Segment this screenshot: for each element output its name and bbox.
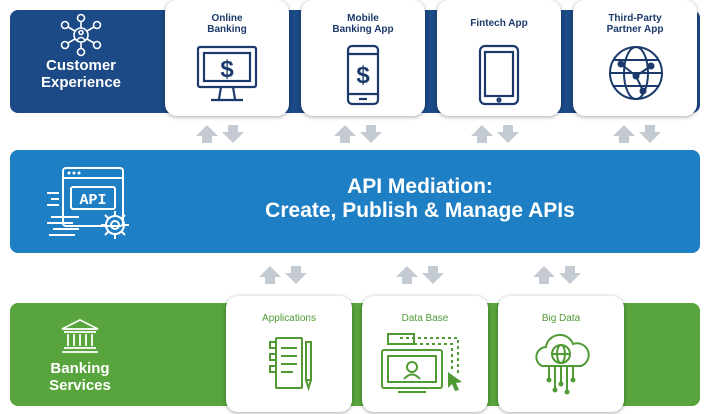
mobile-banking-title: Mobile Banking App bbox=[301, 13, 425, 35]
banking-label-line1: Banking bbox=[50, 360, 110, 377]
fintech-app-title: Fintech App bbox=[437, 18, 561, 29]
customer-label-line1: Customer bbox=[45, 57, 116, 74]
online-banking-title-line1: Online bbox=[211, 13, 243, 24]
online-banking-title-line2: Banking bbox=[207, 24, 247, 35]
svg-text:$: $ bbox=[356, 62, 370, 89]
third-party-title-line2: Partner App bbox=[606, 24, 664, 35]
banking-services-label: Banking Services bbox=[40, 360, 120, 394]
fintech-app-card[interactable]: Fintech App bbox=[437, 0, 561, 116]
bidirectional-arrows-icon bbox=[334, 125, 382, 143]
api-gear-icon: API bbox=[47, 167, 129, 239]
database-monitor-icon bbox=[381, 333, 462, 393]
monitor-dollar-icon: $ bbox=[196, 45, 258, 102]
tablet-icon bbox=[478, 44, 520, 106]
api-title-line1: API Mediation: bbox=[347, 175, 493, 198]
bidirectional-arrows-icon bbox=[396, 266, 444, 284]
online-banking-card[interactable]: Online Banking $ bbox=[165, 0, 289, 116]
online-banking-title: Online Banking bbox=[165, 13, 289, 35]
big-data-card[interactable]: Big Data bbox=[498, 296, 624, 412]
mobile-banking-title-line1: Mobile bbox=[347, 13, 379, 24]
third-party-partner-app-card[interactable]: Third-Party Partner App bbox=[573, 0, 697, 116]
big-data-title: Big Data bbox=[541, 313, 581, 324]
api-mediation-band bbox=[10, 150, 700, 253]
cloud-data-icon bbox=[535, 333, 590, 395]
mobile-banking-app-card[interactable]: Mobile Banking App $ bbox=[301, 0, 425, 116]
api-mediation-title: API Mediation: Create, Publish & Manage … bbox=[220, 175, 620, 223]
banking-label-line2: Services bbox=[49, 377, 111, 394]
fintech-app-title-line1: Fintech App bbox=[470, 18, 528, 29]
bank-building-icon bbox=[61, 318, 99, 353]
third-party-title: Third-Party Partner App bbox=[573, 13, 697, 35]
bidirectional-arrows-icon bbox=[533, 266, 581, 284]
globe-network-icon bbox=[609, 46, 663, 100]
mobile-banking-title-line2: Banking App bbox=[332, 24, 394, 35]
database-card[interactable]: Data Base bbox=[362, 296, 488, 412]
customer-experience-label: Customer Experience bbox=[36, 57, 126, 91]
api-icon-text: API bbox=[79, 192, 106, 209]
bidirectional-arrows-icon bbox=[471, 125, 519, 143]
bidirectional-arrows-icon bbox=[613, 125, 661, 143]
bidirectional-arrows-icon bbox=[196, 125, 244, 143]
document-pen-icon bbox=[269, 337, 313, 392]
smartphone-dollar-icon: $ bbox=[346, 44, 380, 106]
third-party-title-line1: Third-Party bbox=[608, 13, 662, 24]
customer-label-line2: Experience bbox=[40, 74, 122, 91]
svg-text:$: $ bbox=[220, 56, 234, 83]
api-title-line2: Create, Publish & Manage APIs bbox=[265, 199, 575, 222]
applications-title: Applications bbox=[262, 313, 316, 324]
bidirectional-arrows-icon bbox=[259, 266, 307, 284]
database-title: Data Base bbox=[401, 313, 449, 324]
network-hub-icon bbox=[60, 13, 102, 57]
applications-card[interactable]: Applications bbox=[226, 296, 352, 412]
